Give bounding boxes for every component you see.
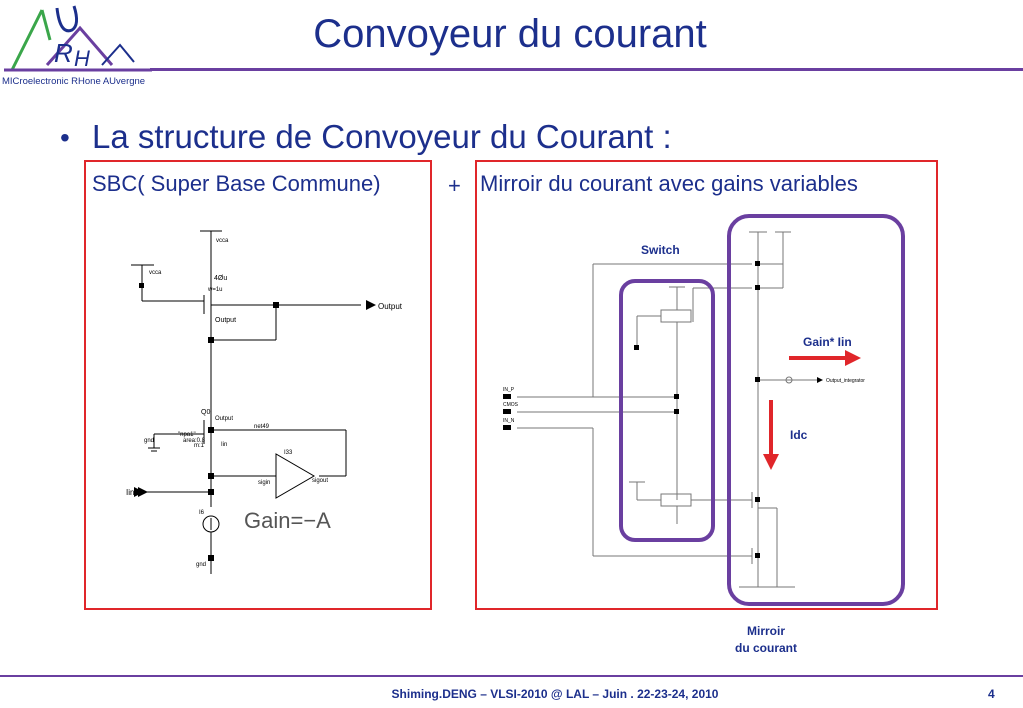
output-integrator-label: Output_integrator [826, 378, 865, 384]
title-rule [150, 68, 1023, 71]
svg-text:R: R [54, 38, 73, 68]
vcca-top-label: vcca [216, 238, 229, 244]
caption-sbc: SBC( Super Base Commune) [92, 171, 381, 196]
m1-output-label: Output [215, 317, 236, 324]
cmos-label: CMOS [503, 402, 519, 408]
gnd-left-label: gnd [144, 438, 154, 444]
caption-plus: + [448, 173, 461, 198]
mirror-frame [475, 160, 938, 610]
switch-highlight [619, 279, 715, 542]
micrhau-logo: R H [2, 0, 162, 90]
sbc-frame [84, 160, 432, 610]
m1-size-label: 4Øu [214, 275, 227, 282]
bullet-text: La structure de Convoyeur du Courant : [92, 118, 672, 155]
amp-out-label: sigout [312, 478, 328, 484]
idc-label: Idc [790, 428, 808, 442]
q0-output-label: Output [215, 416, 233, 422]
caption-mirror: Mirroir du courant avec gains variables [480, 171, 858, 196]
q0-label: Q0 [201, 409, 210, 416]
in-p-label: IN_P [503, 387, 515, 393]
idc-arrow [763, 454, 779, 470]
amp-in-label: sigin [258, 480, 270, 486]
mirror-label-line2: du courant [735, 641, 797, 655]
gain-iin-label: Gain* Iin [803, 335, 852, 349]
footer-text: Shiming.DENG – VLSI-2010 @ LAL – Juin . … [391, 687, 719, 701]
q0-area-label: area:0.8 [183, 438, 206, 444]
in-n-label: IN_N [503, 418, 515, 424]
switch-label: Switch [641, 243, 680, 257]
gnd-bottom-label: gnd [196, 562, 206, 568]
output-pin-label: Output [378, 302, 403, 311]
source-label: I6 [199, 510, 205, 516]
amp-label: I33 [284, 450, 293, 456]
mirror-schematic: IN_P CMOS IN_N Output_integrator [503, 231, 865, 588]
footer-rule [0, 675, 1023, 677]
mirror-label-line1: Mirroir [746, 624, 785, 638]
mirror-highlight [727, 214, 905, 606]
iin-node-label: Iin [221, 442, 227, 448]
svg-text:H: H [74, 46, 90, 71]
page-number: 4 [988, 687, 995, 701]
bullet-dot: • [60, 122, 70, 153]
iin-pin-label: Iin [126, 488, 134, 497]
logo-caption: MICroelectronic RHone AUvergne [2, 76, 146, 87]
q0-model-label: "npa1" [178, 432, 196, 438]
slide-title: Convoyeur du courant [313, 12, 707, 56]
net-label: net49 [254, 424, 270, 430]
m1-w-label: w=1u [207, 287, 223, 293]
gain-label: Gain=−A [244, 508, 331, 533]
q0-m-label: m:1 [194, 443, 205, 449]
logo-graphic: R H [4, 5, 152, 72]
mirror-label: Mirroir du courant [721, 623, 811, 657]
sbc-schematic: vcca vcca 4Øu w=1u Output Output Q0 Outp… [126, 230, 403, 574]
gain-arrow [845, 350, 861, 366]
vcca-left-label: vcca [149, 270, 162, 276]
